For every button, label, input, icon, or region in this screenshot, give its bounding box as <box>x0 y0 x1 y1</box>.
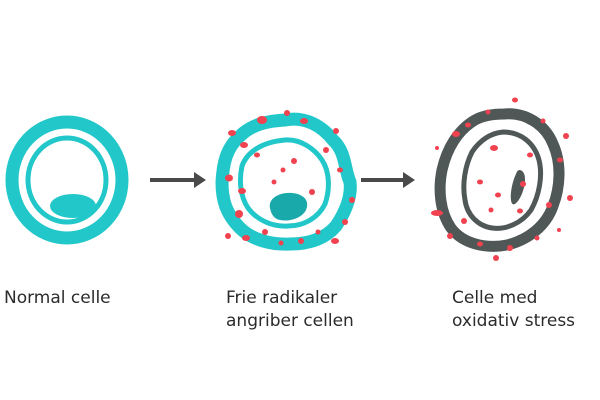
stressed-cell-inner-membrane <box>461 129 544 231</box>
caption-line: Normal celle <box>4 288 111 308</box>
normal-cell <box>5 115 129 245</box>
caption-line: Frie radikaler <box>226 288 338 308</box>
normal-cell-nucleus <box>50 194 96 218</box>
caption-line: angriber cellen <box>226 311 354 331</box>
caption-free-radicals: Frie radikaler angriber cellen <box>226 287 354 333</box>
free-radicals <box>225 110 355 246</box>
caption-line: Celle med <box>452 288 538 308</box>
attacked-cell <box>215 110 357 251</box>
arrow-1 <box>150 172 206 188</box>
stress-radicals <box>431 97 573 261</box>
stressed-cell-nucleus <box>510 170 526 205</box>
attacked-cell-nucleus <box>269 192 308 221</box>
arrow-2 <box>361 172 415 188</box>
stressed-cell <box>431 97 573 261</box>
caption-oxidative-stress: Celle med oxidativ stress <box>452 287 575 333</box>
caption-line: oxidativ stress <box>452 311 576 331</box>
caption-normal-cell: Normal celle <box>4 287 111 310</box>
